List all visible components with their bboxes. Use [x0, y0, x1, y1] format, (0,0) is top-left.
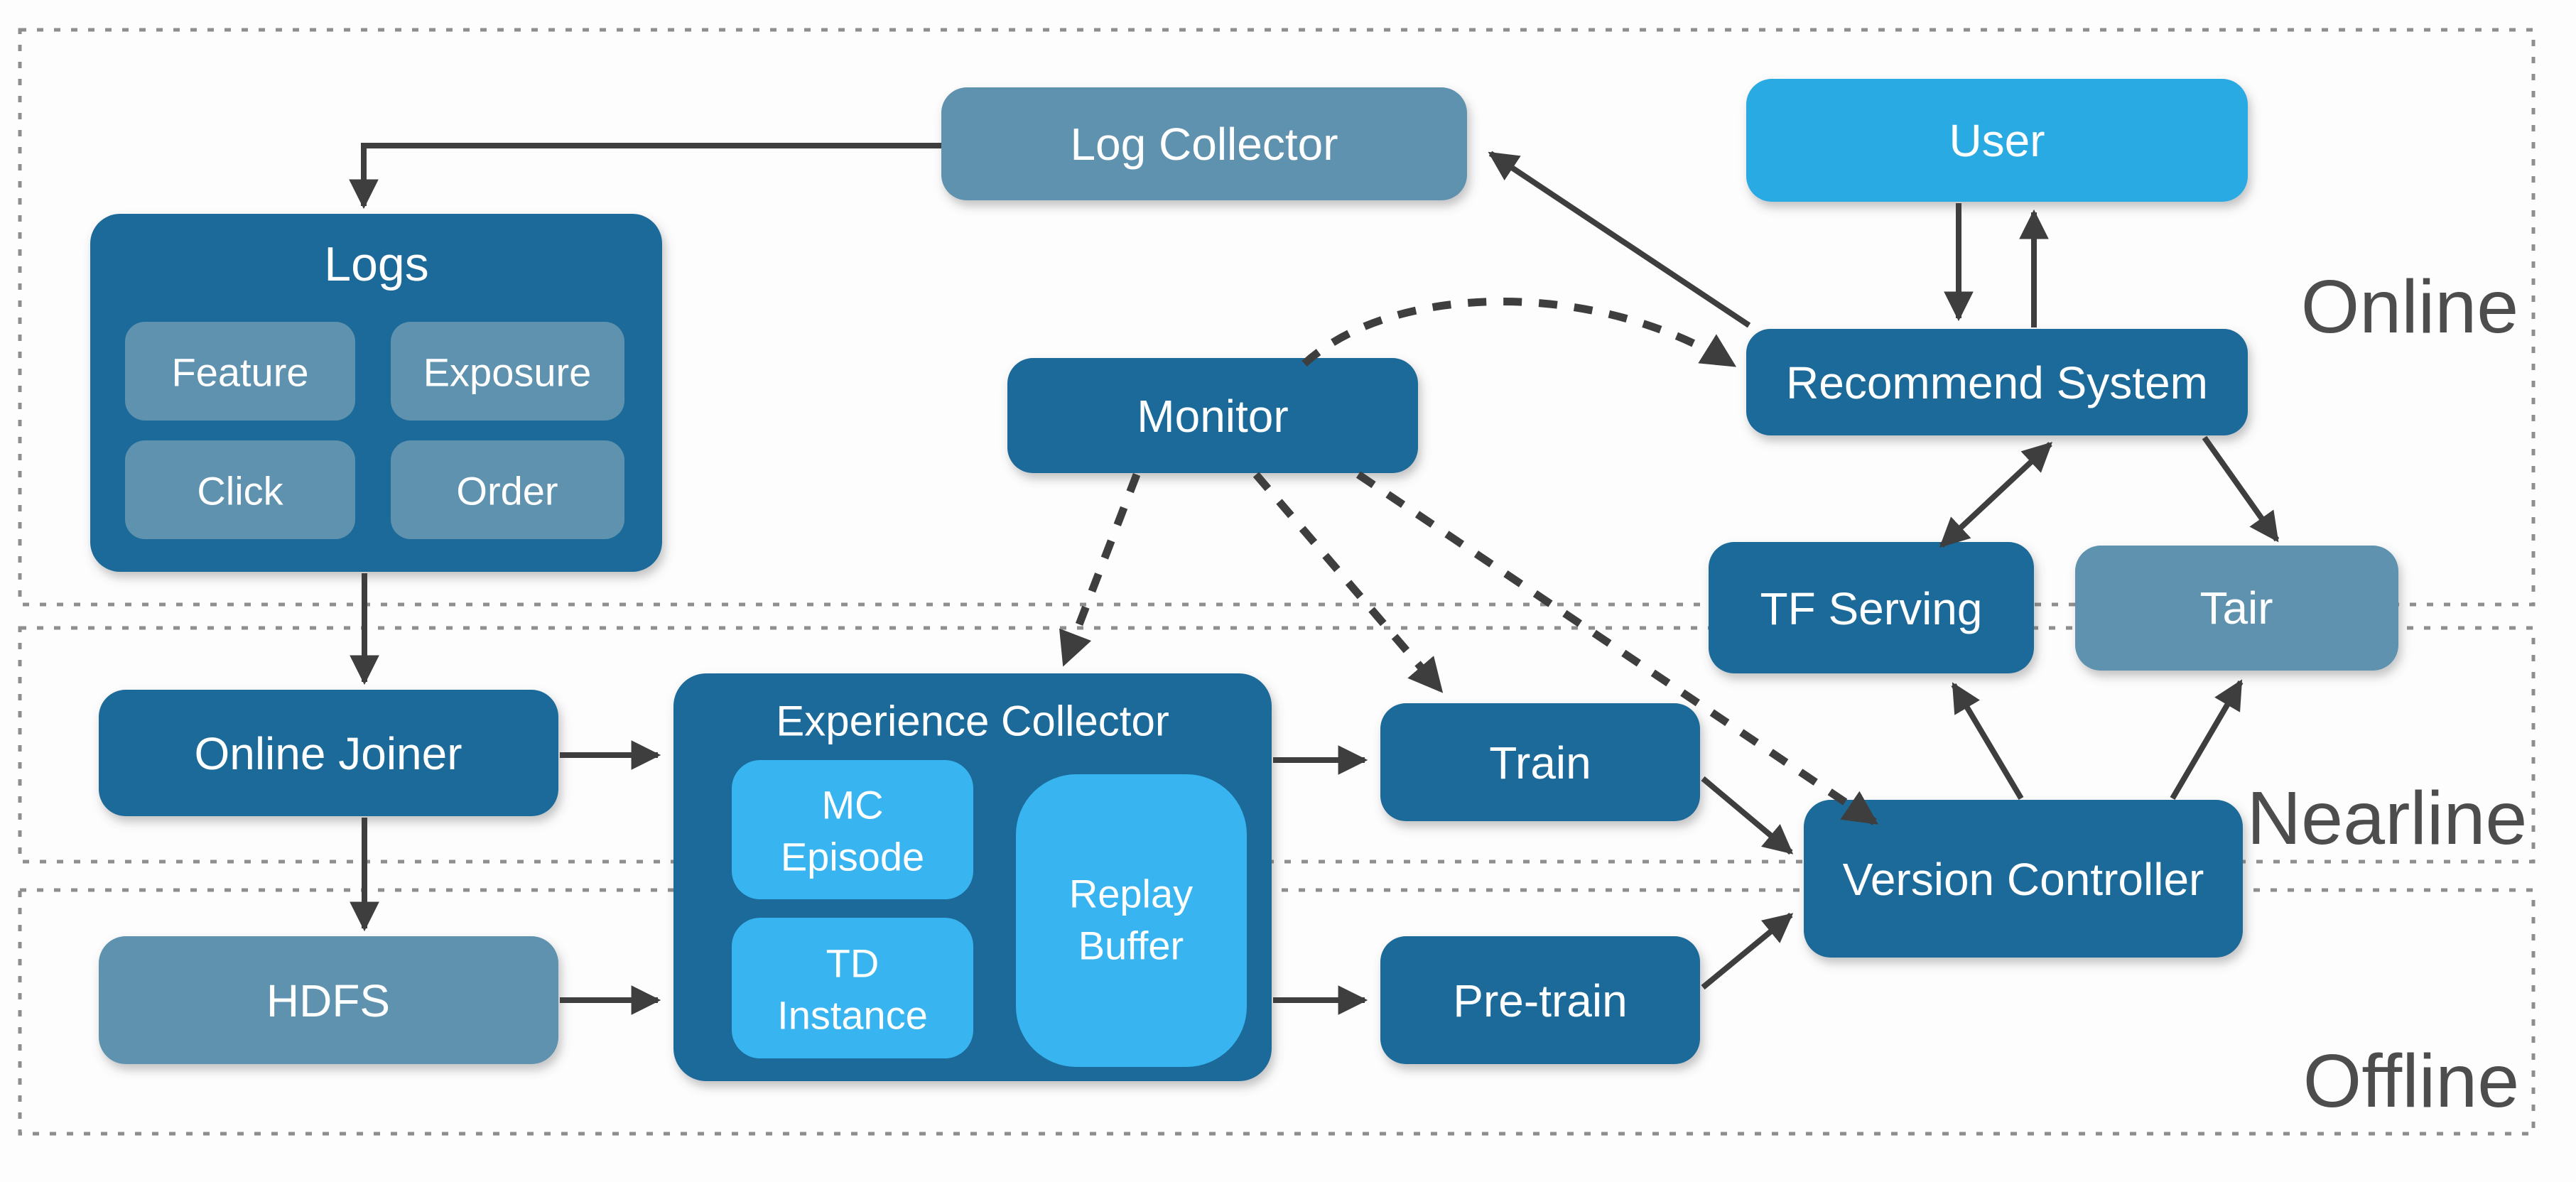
train-label: Train	[1489, 737, 1591, 788]
edge-monitor-to-experiencecollector-dashed	[1059, 473, 1141, 667]
node-online-joiner: Online Joiner	[99, 690, 558, 816]
recommend-system-box	[1746, 329, 2248, 435]
region-label-online: Online	[2301, 265, 2518, 349]
node-tair: Tair	[2075, 546, 2398, 671]
node-version-controller: Version Controller	[1804, 800, 2243, 958]
logs-click-box	[125, 440, 355, 539]
replay-buffer-label-line2: Buffer	[1078, 923, 1184, 968]
edge-monitor-to-recommendsystem-dashed	[1301, 298, 1737, 369]
hdfs-label: HDFS	[266, 975, 390, 1026]
td-instance-label-line1: TD	[826, 941, 880, 986]
log-collector-box	[941, 87, 1467, 200]
pre-train-label: Pre-train	[1453, 975, 1627, 1026]
pre-train-box	[1380, 936, 1700, 1064]
monitor-box	[1007, 358, 1418, 473]
region-online-border	[18, 28, 2536, 607]
logs-order-box	[391, 440, 624, 539]
region-nearline-border	[18, 626, 2536, 864]
edge-recommendsystem-to-logcollector	[1488, 151, 1751, 328]
td-instance-box	[732, 918, 973, 1058]
logs-order-label: Order	[456, 469, 558, 514]
recommend-system-label: Recommend System	[1786, 357, 2208, 408]
log-collector-label: Log Collector	[1070, 119, 1338, 170]
user-label: User	[1949, 115, 2045, 166]
region-offline-border	[18, 888, 2536, 1136]
edges	[349, 143, 2280, 1015]
mc-episode-label-line2: Episode	[781, 835, 924, 879]
node-tf-serving: TF Serving	[1709, 542, 2034, 673]
edge-versioncontroller-to-tair	[2170, 679, 2244, 801]
node-recommend-system: Recommend System	[1746, 329, 2248, 435]
logs-title: Logs	[324, 237, 428, 291]
node-user: User	[1746, 79, 2248, 202]
online-joiner-label: Online Joiner	[194, 728, 462, 779]
region-label-nearline: Nearline	[2247, 776, 2528, 860]
tair-label: Tair	[2199, 582, 2273, 634]
region-label-offline: Offline	[2303, 1039, 2519, 1123]
logs-feature-label: Feature	[172, 350, 309, 395]
edge-versioncontroller-to-tfserving	[1951, 682, 2024, 801]
edge-pretrain-to-versioncontroller	[1701, 912, 1794, 990]
tf-serving-label: TF Serving	[1760, 583, 1983, 634]
logs-exposure-box	[391, 322, 624, 421]
edge-monitor-to-train-dashed	[1252, 472, 1444, 693]
replay-buffer-label-line1: Replay	[1069, 872, 1193, 916]
version-controller-label: Version Controller	[1843, 854, 2204, 905]
node-train: Train	[1380, 703, 1700, 821]
node-pre-train: Pre-train	[1380, 936, 1700, 1064]
edge-logcollector-to-logs	[349, 143, 941, 210]
node-logs: Logs Feature Exposure Click Order	[90, 214, 662, 572]
logs-click-label: Click	[197, 469, 283, 514]
node-log-collector: Log Collector	[941, 87, 1467, 200]
mc-episode-box	[732, 760, 973, 899]
tf-serving-box	[1709, 542, 2034, 673]
version-controller-box	[1804, 800, 2243, 958]
logs-feature-box	[125, 322, 355, 421]
experience-collector-title: Experience Collector	[776, 698, 1169, 745]
edge-recommendsystem-to-tair	[2202, 435, 2280, 543]
replay-buffer-box	[1016, 774, 1247, 1067]
node-hdfs: HDFS	[99, 936, 558, 1064]
monitor-label: Monitor	[1137, 391, 1288, 442]
node-monitor: Monitor	[1007, 358, 1418, 473]
hdfs-box	[99, 936, 558, 1064]
logs-exposure-label: Exposure	[423, 350, 592, 395]
online-joiner-box	[99, 690, 558, 816]
edge-train-to-versioncontroller	[1701, 776, 1794, 855]
user-box	[1746, 79, 2248, 202]
edge-recommendsystem-tfserving-bidirectional	[1939, 442, 2053, 548]
train-box	[1380, 703, 1700, 821]
node-experience-collector: Experience Collector MC Episode TD Insta…	[673, 673, 1272, 1081]
tair-box	[2075, 546, 2398, 671]
td-instance-label-line2: Instance	[777, 993, 928, 1038]
mc-episode-label-line1: MC	[821, 783, 883, 828]
